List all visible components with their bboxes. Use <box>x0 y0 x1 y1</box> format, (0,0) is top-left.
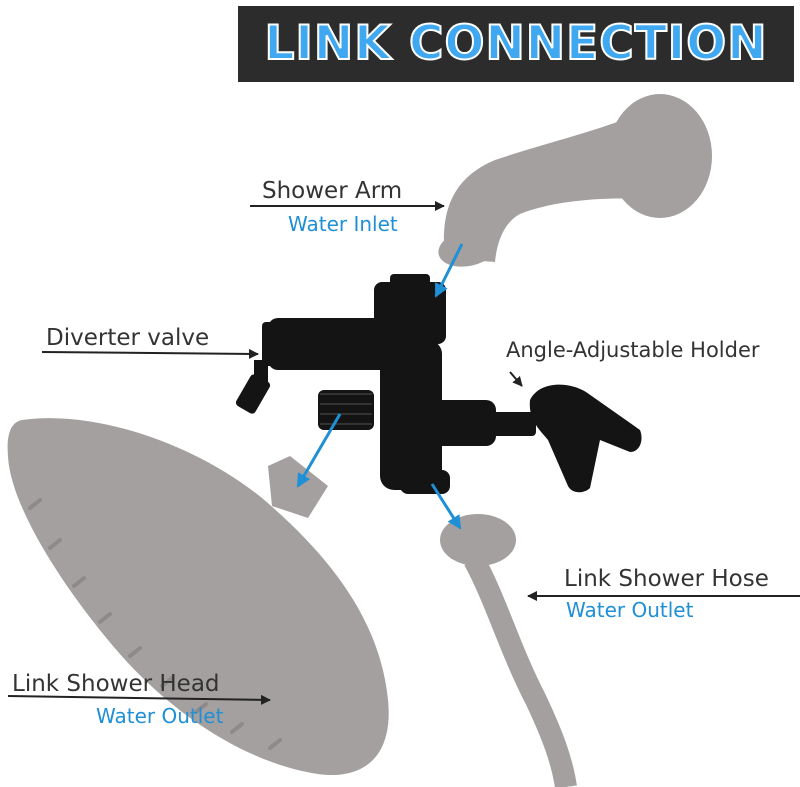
arrow-holder <box>509 371 523 387</box>
flow-arrow-hose <box>430 483 462 530</box>
shower-hose-part <box>440 514 577 787</box>
label-shower-arm-sub: Water Inlet <box>288 212 398 236</box>
flow-arrow-inlet <box>434 243 464 298</box>
arrow-head <box>7 694 271 705</box>
label-shower-hose-sub: Water Outlet <box>566 598 694 622</box>
label-shower-arm: Shower Arm <box>262 178 403 204</box>
leader-arrows <box>7 201 800 705</box>
label-shower-head: Link Shower Head <box>12 671 220 697</box>
diverter-valve-part <box>235 274 642 494</box>
shower-arm-part <box>438 94 712 267</box>
label-shower-head-sub: Water Outlet <box>96 704 224 728</box>
flow-arrows <box>296 243 464 530</box>
flow-arrow-head <box>296 413 342 488</box>
title-banner: LINK CONNECTION <box>238 6 794 82</box>
label-shower-hose: Link Shower Hose <box>564 566 769 592</box>
banner-title: LINK CONNECTION <box>263 15 768 72</box>
label-holder: Angle-Adjustable Holder <box>506 338 760 362</box>
label-diverter-valve: Diverter valve <box>46 325 210 351</box>
arrow-diverter <box>41 348 259 359</box>
